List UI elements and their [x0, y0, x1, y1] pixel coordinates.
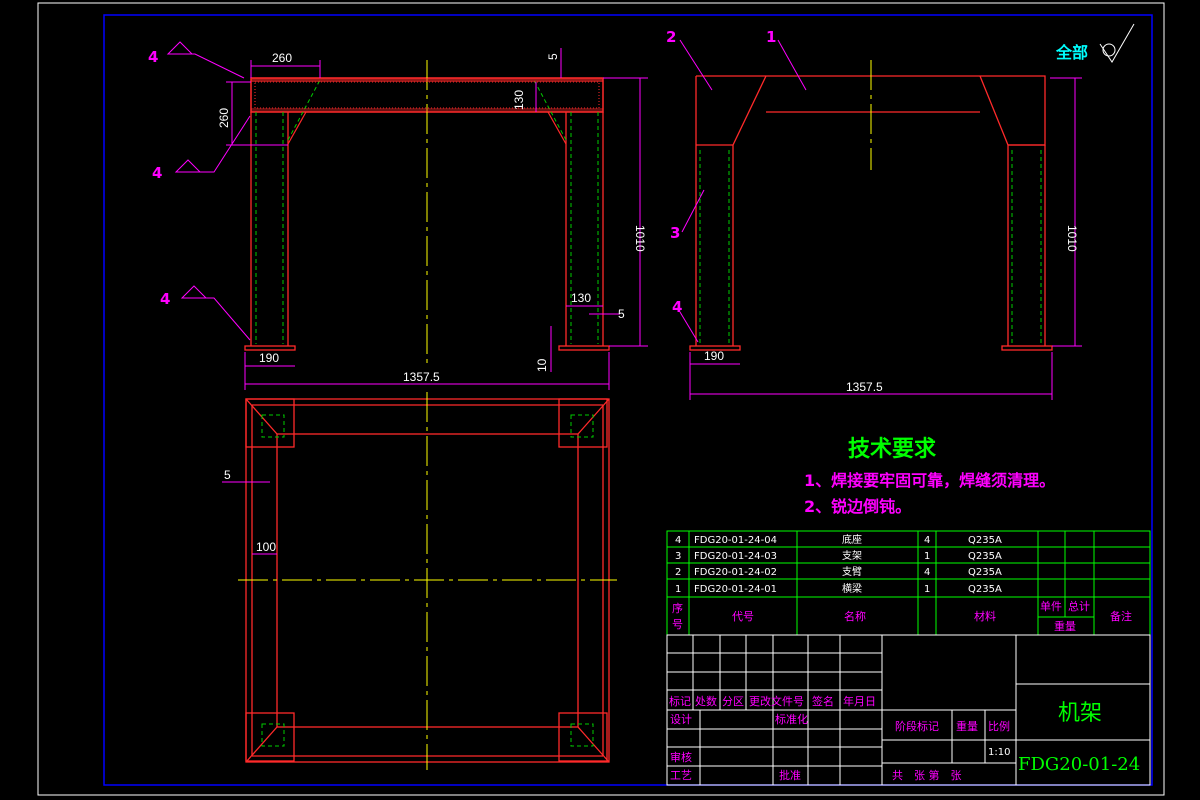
tb-process: 工艺 — [670, 769, 692, 782]
balloon-front-3: 4 — [160, 290, 170, 308]
bom-row-no: 1 — [675, 584, 681, 595]
tb-scale: 比例 — [988, 719, 1010, 733]
dim-beam-height: 130 — [512, 90, 526, 110]
tb-stage: 阶段标记 — [895, 719, 939, 733]
bom-row-name: 横梁 — [842, 582, 862, 595]
roughness-icon — [1099, 23, 1135, 63]
bom-header-total: 总计 — [1068, 599, 1090, 613]
bom-row-qty: 4 — [924, 567, 930, 578]
bom-header-code: 代号 — [732, 610, 754, 623]
bom-row-no: 2 — [675, 567, 681, 578]
tb-standard: 标准化 — [775, 712, 808, 726]
bom-row-name: 支臂 — [842, 565, 862, 578]
tb-scale-value: 1:10 — [988, 747, 1010, 758]
tb-date: 年月日 — [843, 694, 876, 708]
dim-foot-width: 190 — [259, 351, 279, 365]
tb-mark: 标记 — [669, 694, 691, 708]
bom-row-qty: 1 — [924, 584, 930, 595]
top-dim-offset: 100 — [256, 540, 276, 554]
bom-row-code: FDG20-01-24-03 — [694, 551, 777, 562]
tb-weight: 重量 — [956, 719, 978, 733]
dim-foot-height: 10 — [535, 358, 549, 372]
tb-design: 设计 — [670, 713, 692, 726]
dim-leg-width: 130 — [571, 291, 591, 305]
bom-row-code: FDG20-01-24-01 — [694, 584, 777, 595]
side-view-dimensions — [679, 39, 1082, 400]
bom-row-qty: 1 — [924, 551, 930, 562]
bom-table-grid — [666, 530, 1151, 636]
front-view — [244, 60, 610, 364]
dim-total-height: 1010 — [633, 225, 647, 252]
dim-total-width: 1357.5 — [403, 370, 440, 384]
balloon-side-3: 3 — [670, 224, 680, 242]
bom-row-name: 底座 — [842, 533, 862, 546]
balloon-front-1: 4 — [148, 48, 158, 66]
drawing-number: FDG20-01-24 — [1018, 754, 1140, 775]
tech-req-item-2: 2、锐边倒钝。 — [804, 497, 911, 516]
bom-row-no: 3 — [675, 551, 681, 562]
bom-row-no: 4 — [675, 535, 681, 546]
title-block-grid — [666, 634, 1151, 786]
dim-top-height: 260 — [217, 108, 231, 128]
bom-row-code: FDG20-01-24-04 — [694, 535, 777, 546]
bom-row-material: Q235A — [968, 584, 1002, 595]
bom-header-single: 单件 — [1040, 600, 1062, 613]
bom-row-material: Q235A — [968, 535, 1002, 546]
front-view-dimensions — [226, 48, 648, 390]
surface-mark-label: 全部 — [1055, 43, 1088, 62]
tb-review: 审核 — [670, 750, 692, 764]
bom-row-code: FDG20-01-24-02 — [694, 567, 777, 578]
bom-header-weight: 重量 — [1054, 619, 1076, 633]
top-view-dimensions — [222, 481, 277, 555]
side-dim-height: 1010 — [1065, 225, 1079, 252]
dim-leg-plate: 5 — [618, 307, 625, 321]
weld-symbols — [166, 41, 251, 341]
tb-sheets: 共 张 第 张 — [892, 768, 962, 782]
balloon-side-4: 4 — [672, 298, 682, 316]
side-view — [689, 75, 1053, 351]
balloon-front-2: 4 — [152, 164, 162, 182]
balloon-side-1: 1 — [766, 28, 776, 46]
side-view-hidden — [699, 150, 1042, 344]
tb-count: 处数 — [695, 695, 717, 708]
sheet-outer-frame — [37, 2, 1165, 796]
bom-header-no-2: 号 — [672, 618, 683, 631]
tb-change-doc: 更改文件号 — [749, 694, 804, 708]
dim-top-width: 260 — [272, 51, 292, 65]
side-dim-foot: 190 — [704, 349, 724, 363]
sheet-inner-frame — [103, 14, 1153, 786]
tb-sign: 签名 — [812, 694, 834, 708]
bom-header-no-1: 序 — [672, 601, 683, 615]
tb-approve: 批准 — [779, 768, 801, 782]
balloon-side-2: 2 — [666, 28, 676, 46]
tech-req-item-1: 1、焊接要牢固可靠，焊缝须清理。 — [804, 471, 1055, 490]
top-dim-plate: 5 — [224, 468, 231, 482]
bom-row-material: Q235A — [968, 567, 1002, 578]
drawing-name: 机架 — [1058, 701, 1102, 726]
bom-header-material: 材料 — [974, 609, 996, 623]
side-dim-width: 1357.5 — [846, 380, 883, 394]
bom-row-name: 支架 — [842, 550, 862, 562]
top-view-hidden — [261, 414, 594, 747]
bom-row-material: Q235A — [968, 551, 1002, 562]
tech-req-title: 技术要求 — [848, 437, 936, 462]
bom-header-remark: 备注 — [1110, 609, 1132, 623]
tb-zone: 分区 — [722, 695, 744, 708]
dim-plate-thickness: 5 — [546, 53, 560, 60]
bom-header-name: 名称 — [844, 609, 866, 623]
bom-row-qty: 4 — [924, 535, 930, 546]
